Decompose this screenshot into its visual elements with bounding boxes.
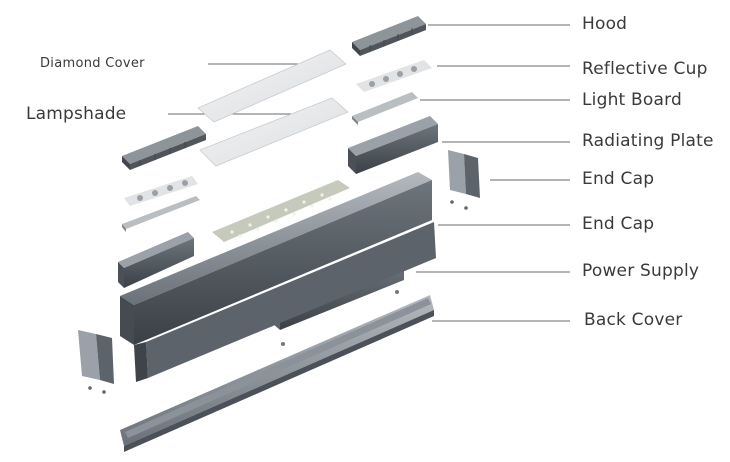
label-power-supply: Power Supply xyxy=(582,261,700,281)
label-reflective-cup: Reflective Cup xyxy=(582,59,708,79)
right-light-board-part xyxy=(352,92,418,125)
right-reflective-cup-part xyxy=(356,60,432,92)
label-end-cap-lower: End Cap xyxy=(582,214,655,234)
leader-lines xyxy=(168,24,570,322)
label-end-cap-upper: End Cap xyxy=(582,169,655,189)
label-diamond-cover: Diamond Cover xyxy=(40,56,145,71)
left-end-cap-part xyxy=(78,330,114,394)
left-radiating-plate-part xyxy=(118,232,194,288)
left-light-board-part xyxy=(122,196,200,232)
right-end-cap-part xyxy=(448,150,480,210)
left-reflective-cup-part xyxy=(124,176,198,206)
diamond-cover-part xyxy=(197,49,347,123)
label-back-cover: Back Cover xyxy=(584,310,683,330)
label-lampshade: Lampshade xyxy=(26,104,127,124)
lampshade-part xyxy=(199,97,349,167)
main-profile-part xyxy=(120,172,436,382)
back-cover-part xyxy=(120,295,434,452)
right-radiating-plate-part xyxy=(348,116,438,174)
right-hood-part xyxy=(352,16,426,56)
label-light-board: Light Board xyxy=(582,90,682,110)
left-hood-part xyxy=(122,126,206,170)
center-light-board-part xyxy=(212,180,350,242)
label-radiating-plate: Radiating Plate xyxy=(582,131,714,151)
label-hood: Hood xyxy=(582,14,628,34)
